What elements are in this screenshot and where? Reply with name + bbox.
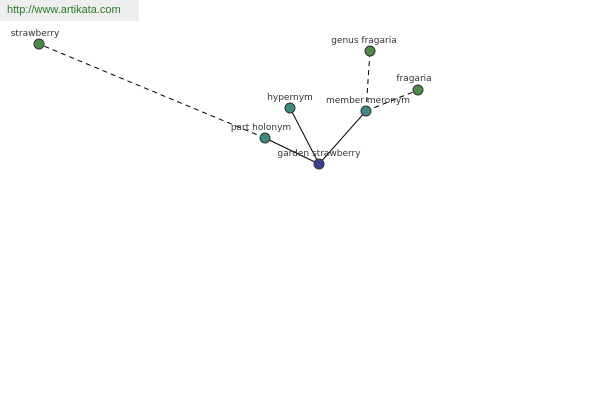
node-part-holonym[interactable]: part holonym xyxy=(231,123,291,144)
node-label[interactable]: member meronym xyxy=(326,96,410,106)
node-label[interactable]: genus fragaria xyxy=(331,36,397,46)
node-marker[interactable] xyxy=(412,84,424,96)
node-strawberry[interactable]: strawberry xyxy=(11,29,60,50)
node-hypernym[interactable]: hypernym xyxy=(267,93,313,114)
node-marker[interactable] xyxy=(360,105,372,117)
node-label[interactable]: part holonym xyxy=(231,123,291,133)
node-label[interactable]: fragaria xyxy=(396,74,431,84)
node-center[interactable]: garden strawberry xyxy=(277,149,361,170)
edge-center-to-part-holonym xyxy=(264,137,320,165)
node-marker[interactable] xyxy=(364,45,376,57)
source-url-banner[interactable]: http://www.artikata.com xyxy=(0,0,139,21)
edges-layer xyxy=(38,43,419,165)
edge-member-meronym-to-fragaria xyxy=(365,89,419,112)
nodes-layer: garden strawberry part holonym hypernym mem… xyxy=(11,29,432,170)
edge-member-meronym-to-genus-fragaria xyxy=(365,50,371,112)
node-label[interactable]: hypernym xyxy=(267,93,313,103)
node-marker[interactable] xyxy=(259,132,271,144)
node-label[interactable]: garden strawberry xyxy=(277,149,361,159)
edge-center-to-member-meronym xyxy=(318,110,367,165)
edge-part-holonym-to-strawberry xyxy=(38,43,266,139)
edge-center-to-hypernym xyxy=(289,107,320,165)
node-genus-fragaria[interactable]: genus fragaria xyxy=(331,36,397,57)
node-marker[interactable] xyxy=(284,102,296,114)
node-fragaria[interactable]: fragaria xyxy=(396,74,432,96)
node-label[interactable]: strawberry xyxy=(11,29,60,39)
node-member-meronym[interactable]: member meronym xyxy=(326,96,410,117)
node-marker[interactable] xyxy=(33,38,45,50)
node-marker[interactable] xyxy=(313,158,325,170)
